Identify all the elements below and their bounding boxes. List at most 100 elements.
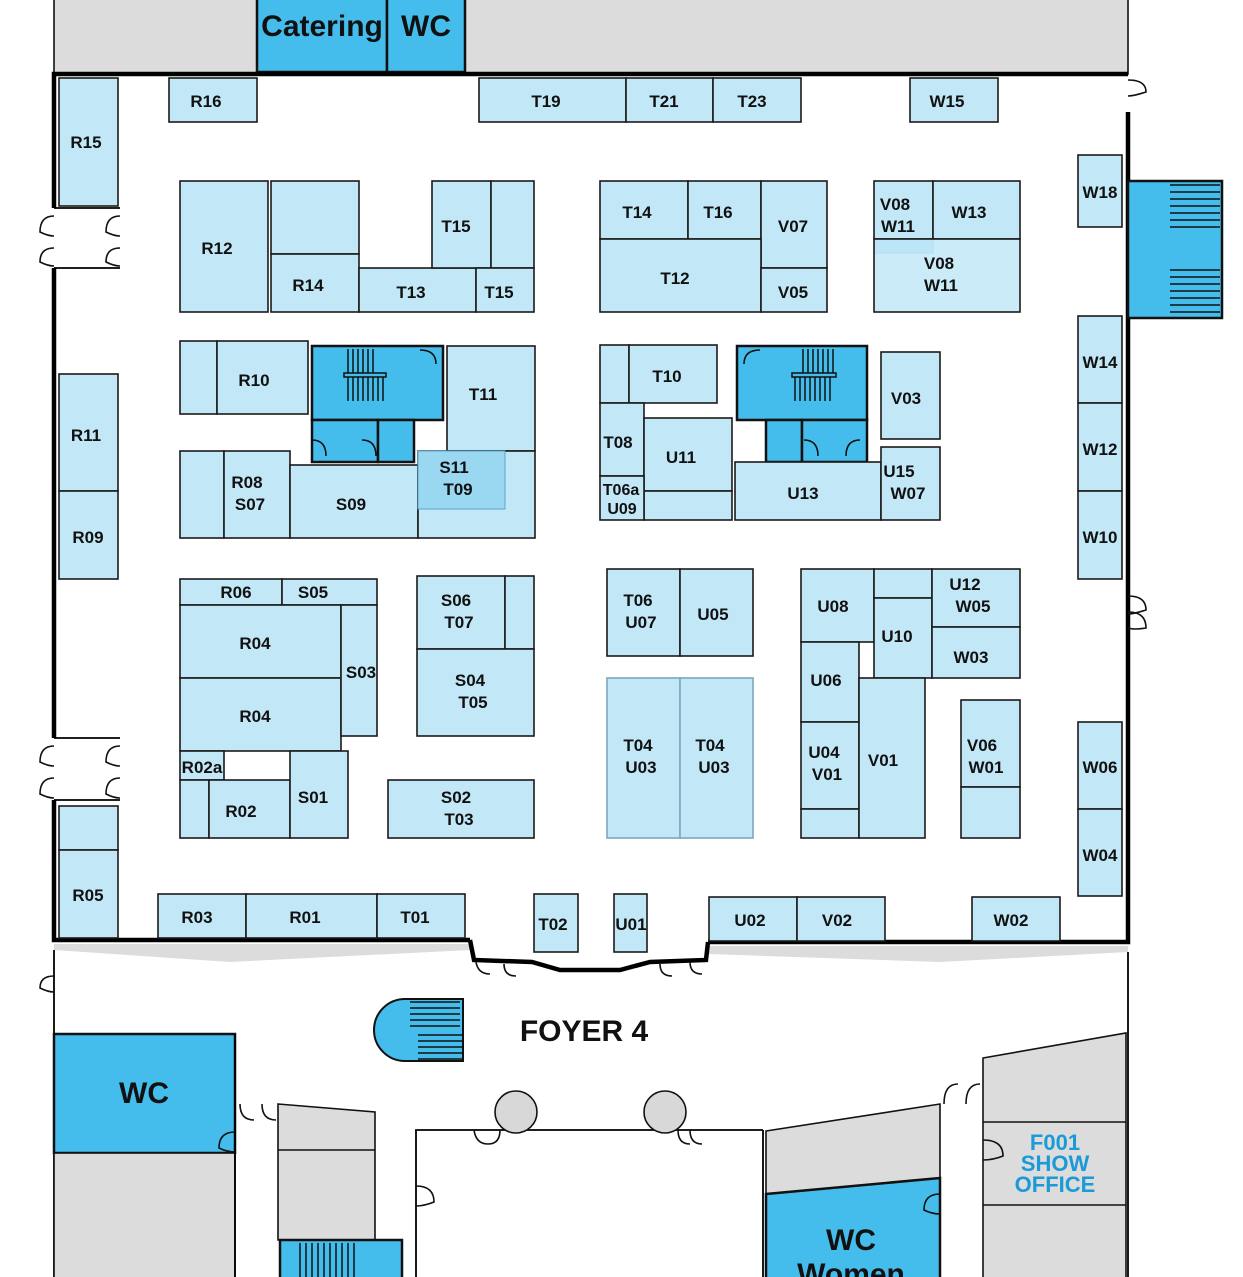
booth-R02-side[interactable] bbox=[179, 779, 210, 839]
booth-R16[interactable] bbox=[168, 77, 258, 123]
booth-S11-T09[interactable] bbox=[417, 450, 506, 510]
booth-U04-V01[interactable] bbox=[800, 721, 860, 810]
booth-label: T12 bbox=[660, 269, 689, 288]
booth-S09[interactable] bbox=[289, 464, 419, 539]
booth-T15-side[interactable] bbox=[490, 180, 535, 269]
booth-T14[interactable] bbox=[599, 180, 689, 240]
booth-U02[interactable] bbox=[708, 896, 798, 942]
booth-V07[interactable] bbox=[760, 180, 828, 269]
booth-R09[interactable] bbox=[58, 490, 119, 580]
booth-U11[interactable] bbox=[643, 417, 733, 492]
catering-room[interactable] bbox=[255, 0, 389, 74]
booth-R12[interactable] bbox=[179, 180, 269, 313]
booth-V08-W11-lower[interactable] bbox=[873, 238, 1021, 313]
booth-V06-lower[interactable] bbox=[960, 786, 1021, 839]
booth-T16[interactable] bbox=[687, 180, 762, 240]
booth-U06[interactable] bbox=[800, 641, 860, 723]
booth-T12[interactable] bbox=[599, 238, 762, 313]
booth-W04[interactable] bbox=[1077, 808, 1123, 897]
booth-T15-top[interactable] bbox=[431, 180, 492, 269]
booth-label: R06 bbox=[220, 583, 251, 602]
show-office-label: SHOW bbox=[1021, 1151, 1090, 1176]
foyer-entrance bbox=[467, 939, 711, 973]
booth-R10[interactable] bbox=[216, 340, 309, 415]
booth-label: S06 bbox=[441, 591, 471, 610]
booth-S02-T03[interactable] bbox=[387, 779, 535, 839]
booth-W03[interactable] bbox=[931, 626, 1021, 679]
booth-T01[interactable] bbox=[376, 893, 466, 939]
booth-V01[interactable] bbox=[858, 677, 926, 839]
booth-T06-U07[interactable] bbox=[606, 568, 681, 657]
booth-T06a-U09[interactable] bbox=[599, 475, 645, 521]
booth-W02[interactable] bbox=[971, 896, 1061, 942]
booth-U04-lower[interactable] bbox=[800, 808, 860, 839]
wc-women-room[interactable] bbox=[764, 1176, 942, 1277]
booth-W15[interactable] bbox=[909, 77, 999, 123]
booth-U15-W07[interactable] bbox=[880, 446, 941, 521]
booth-label: U12 bbox=[949, 575, 980, 594]
booth-V08-W11-upper[interactable] bbox=[873, 180, 934, 240]
booth-W10[interactable] bbox=[1077, 490, 1123, 580]
booth-R14[interactable] bbox=[270, 253, 360, 313]
booth-R11[interactable] bbox=[58, 373, 119, 492]
booth-U13[interactable] bbox=[734, 461, 882, 521]
booth-label: R16 bbox=[190, 92, 221, 111]
booth-R05-top[interactable] bbox=[58, 805, 119, 851]
booth-W14[interactable] bbox=[1077, 315, 1123, 404]
booth-R02a[interactable] bbox=[179, 750, 225, 781]
booth-T04-U03-right[interactable] bbox=[679, 677, 754, 839]
booth-label: U06 bbox=[810, 671, 841, 690]
booth-U10-top[interactable] bbox=[873, 568, 933, 599]
booth-T10-side[interactable] bbox=[599, 344, 630, 404]
booth-T04-U03-left[interactable] bbox=[606, 677, 681, 839]
booth-R08-S07[interactable] bbox=[223, 450, 291, 539]
booth-R02[interactable] bbox=[208, 779, 291, 839]
booth-U10[interactable] bbox=[873, 597, 933, 679]
booth-V03[interactable] bbox=[880, 351, 941, 440]
wc-top-room[interactable] bbox=[385, 0, 467, 74]
show-office-area bbox=[982, 1032, 1127, 1277]
booth-T23[interactable] bbox=[712, 77, 802, 123]
booth-S05[interactable] bbox=[281, 578, 378, 606]
booth-T10[interactable] bbox=[628, 344, 718, 404]
booth-S06-T07[interactable] bbox=[416, 575, 506, 650]
booth-R10-side[interactable] bbox=[179, 340, 218, 415]
booth-U05[interactable] bbox=[679, 568, 754, 657]
booth-T19[interactable] bbox=[478, 77, 627, 123]
booth-label: R04 bbox=[239, 707, 271, 726]
booth-T21[interactable] bbox=[625, 77, 714, 123]
booth-R14-top[interactable] bbox=[270, 180, 360, 255]
booth-S03[interactable] bbox=[340, 604, 378, 737]
booth-U11-lower[interactable] bbox=[643, 490, 733, 521]
booth-label: W18 bbox=[1083, 183, 1118, 202]
booth-U01[interactable] bbox=[613, 893, 648, 953]
booth-label: S05 bbox=[298, 583, 328, 602]
booth-label: W10 bbox=[1083, 528, 1118, 547]
booth-R05[interactable] bbox=[58, 849, 119, 939]
booth-R01[interactable] bbox=[245, 893, 378, 939]
booth-label: T15 bbox=[441, 217, 470, 236]
booth-U08[interactable] bbox=[800, 568, 875, 643]
booth-R04-upper[interactable] bbox=[179, 604, 342, 679]
booth-W13[interactable] bbox=[932, 180, 1021, 240]
booth-W06[interactable] bbox=[1077, 721, 1123, 810]
booth-U12-W05[interactable] bbox=[931, 568, 1021, 628]
booth-V02[interactable] bbox=[796, 896, 886, 942]
booth-V05[interactable] bbox=[760, 267, 828, 313]
hall-wall bbox=[51, 71, 1131, 945]
booth-V06-W01[interactable] bbox=[960, 699, 1021, 788]
booth-S04-T05[interactable] bbox=[416, 648, 535, 737]
booth-T13[interactable] bbox=[358, 267, 477, 313]
hall-door-lines bbox=[54, 207, 120, 801]
booth-T15-bottom[interactable] bbox=[475, 267, 535, 313]
booth-S01[interactable] bbox=[289, 750, 349, 839]
booth-R08-side[interactable] bbox=[179, 450, 225, 539]
booth-label: T14 bbox=[622, 203, 652, 222]
booth-R15[interactable] bbox=[58, 77, 119, 207]
booth-T02[interactable] bbox=[533, 893, 579, 953]
wc-women-label: WC bbox=[826, 1224, 876, 1257]
booth-R03[interactable] bbox=[157, 893, 247, 939]
booth-W18[interactable] bbox=[1077, 154, 1123, 228]
booth-S06-side[interactable] bbox=[504, 575, 535, 650]
booth-label: R09 bbox=[72, 528, 103, 547]
